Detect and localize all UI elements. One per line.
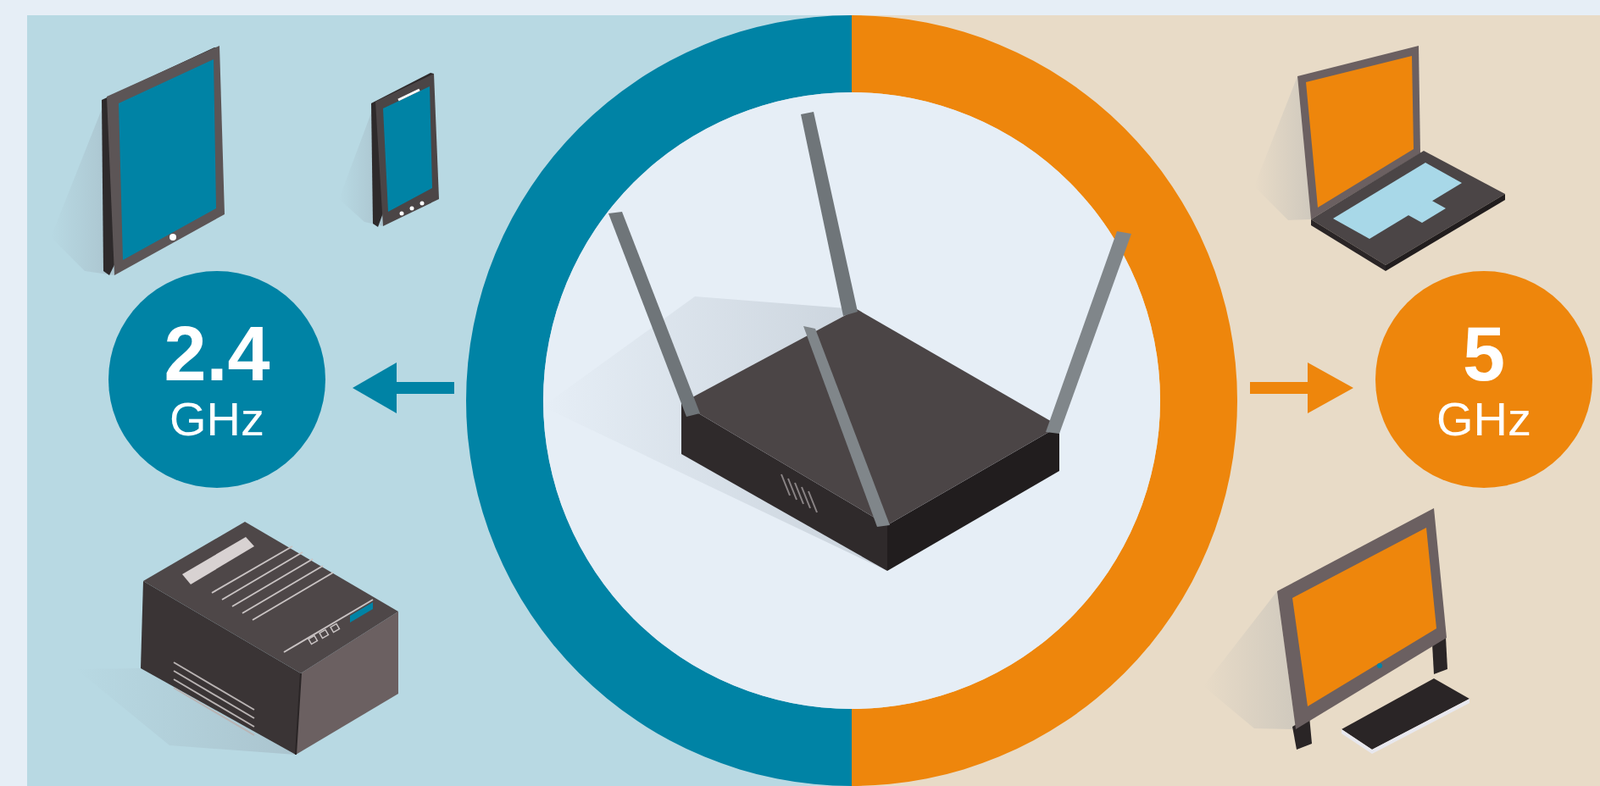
- laptop-keyboard: [1333, 162, 1462, 239]
- printer-lines: [211, 546, 293, 594]
- circle-fill: [1375, 271, 1593, 489]
- phone-button: [400, 211, 405, 217]
- antenna: [800, 111, 858, 317]
- printer-buttons: [330, 623, 339, 633]
- printer-lines: [242, 566, 323, 614]
- ring-center: [543, 92, 1161, 710]
- router-vent: [794, 483, 804, 505]
- router-vent: [781, 474, 817, 513]
- frequency-value: 2.4: [163, 316, 270, 393]
- desktop-screen: [1292, 527, 1437, 707]
- laptop: [1254, 45, 1506, 272]
- frequency-value: 5: [1462, 316, 1506, 393]
- router-vent: [808, 491, 817, 513]
- phone-button: [410, 206, 415, 212]
- printer-edge: [295, 673, 301, 756]
- phone-speaker: [398, 89, 420, 100]
- arrow-shaft: [1250, 382, 1313, 395]
- circle-fill: [108, 271, 326, 489]
- arrow: [1250, 362, 1354, 414]
- printer-paper: [182, 537, 255, 585]
- tablet-body: [106, 45, 225, 276]
- printer-buttons: [319, 629, 328, 639]
- arrow: [352, 362, 455, 414]
- printer-lines: [232, 559, 313, 607]
- router-vent: [801, 487, 811, 509]
- printer-lines: [252, 572, 334, 621]
- phone: [338, 72, 439, 228]
- phone-screen: [383, 86, 433, 212]
- printer-top: [143, 522, 399, 674]
- arrow-shaft: [391, 382, 455, 395]
- router-vent: [781, 474, 790, 496]
- printer-display: [350, 602, 373, 623]
- desktop-keyboard-edge: [1341, 729, 1373, 755]
- phone-button: [420, 201, 425, 206]
- arrow-head: [1307, 362, 1354, 414]
- tablet-screen: [118, 59, 217, 261]
- printer-lines: [222, 552, 303, 600]
- printer-vent: [173, 679, 255, 728]
- frequency-circle: 5GHz: [1375, 271, 1593, 489]
- antenna: [803, 326, 890, 528]
- phone-body: [375, 73, 439, 227]
- printer-buttons: [308, 623, 339, 645]
- printer-buttons: [308, 635, 317, 645]
- frequency-unit: GHz: [169, 395, 265, 444]
- antenna: [1045, 231, 1132, 434]
- printer-vent: [173, 662, 255, 736]
- arrow-head: [352, 362, 397, 414]
- router: [542, 111, 1132, 572]
- laptop-base: [1311, 150, 1506, 266]
- tablet: [50, 45, 225, 276]
- printer-vent: [173, 688, 255, 736]
- desktop-led: [1377, 663, 1383, 669]
- desktop: [1203, 508, 1470, 755]
- desktop-keyboard-edge: [1372, 699, 1470, 755]
- frequency-unit: GHz: [1436, 395, 1532, 444]
- printer: [76, 522, 399, 756]
- printer-lines: [283, 600, 373, 653]
- tablet-button: [169, 233, 177, 241]
- desktop-keyboard: [1341, 678, 1470, 750]
- router-vent: [788, 478, 797, 500]
- printer-lines: [211, 546, 373, 653]
- laptop-touchpad: [1406, 200, 1446, 223]
- frequency-circle: 2.4GHz: [108, 271, 326, 489]
- antenna: [608, 211, 700, 417]
